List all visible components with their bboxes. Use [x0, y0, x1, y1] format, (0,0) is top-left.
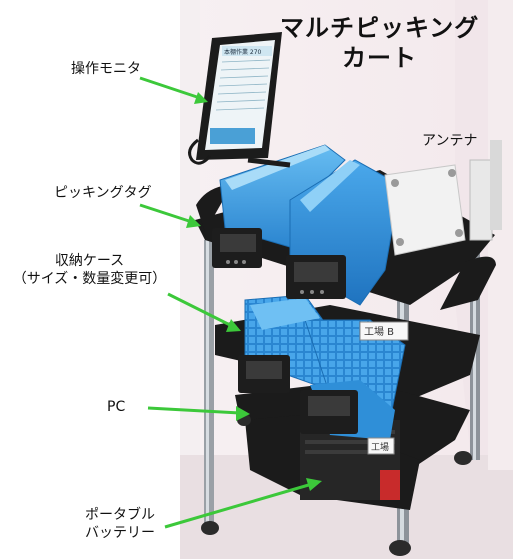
label-operation-monitor: 操作モニタ — [71, 61, 141, 77]
label-picking-tag: ピッキングタグ — [54, 185, 152, 201]
label-battery-line2: バッテリー — [85, 525, 155, 541]
label-pc: PC — [107, 399, 126, 415]
bin-tag-1: 工場 B — [364, 325, 394, 338]
picking-tags — [212, 228, 358, 434]
label-storage-case-line1: 収納ケース — [54, 253, 125, 269]
label-portable-battery: ポータブル バッテリー — [70, 506, 170, 542]
bin-tag-2: 工場 — [371, 441, 389, 453]
callout-arrows — [139, 76, 322, 529]
label-antenna: アンテナ — [422, 133, 478, 149]
title-line-2: カート — [342, 44, 417, 72]
label-storage-case-line2: （サイズ・数量変更可） — [12, 271, 167, 287]
label-battery-line1: ポータブル — [85, 507, 155, 523]
monitor-screen-header: 本棚作業 270 — [224, 48, 262, 56]
operation-monitor — [188, 32, 291, 168]
label-storage-case: 収納ケース （サイズ・数量変更可） — [2, 252, 177, 288]
shelf-label-plates — [359, 321, 409, 455]
cart-wheels — [201, 414, 472, 556]
title-line-1: マルチピッキング — [280, 14, 480, 42]
antenna-device — [384, 140, 502, 256]
